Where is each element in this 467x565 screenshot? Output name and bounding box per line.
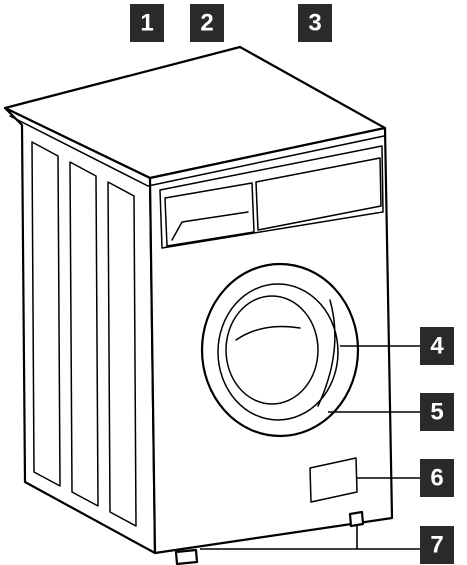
callout-4: 4 [420, 327, 454, 365]
side-rib-3 [107, 181, 137, 527]
callout-6: 6 [420, 459, 454, 497]
leader-lines [200, 345, 420, 550]
control-panel-strip [159, 145, 384, 249]
callout-1: 1 [130, 4, 164, 42]
detergent-drawer-handle [171, 211, 249, 241]
door-glass-highlight [235, 325, 301, 341]
callout-label-3: 3 [308, 10, 321, 37]
door-glass [225, 295, 319, 405]
detergent-drawer [164, 182, 255, 247]
callout-box-4 [420, 327, 454, 365]
machine-side-panel [3, 106, 157, 555]
callout-box-1 [130, 4, 164, 42]
callout-box-6 [420, 459, 454, 497]
door-outer-ring [200, 262, 360, 438]
door-inner-ring [217, 283, 339, 421]
callout-2: 2 [190, 4, 224, 42]
callout-label-7: 7 [430, 532, 443, 559]
callout-box-7 [420, 526, 454, 564]
callout-box-2 [190, 4, 224, 42]
rear-foot [348, 510, 365, 528]
top-edge-bevel [9, 115, 385, 187]
callout-7: 7 [420, 526, 454, 564]
side-rib-2 [69, 161, 99, 507]
callouts: 1 2 3 4 5 6 7 [130, 4, 454, 564]
callout-label-1: 1 [140, 10, 153, 37]
callout-3: 3 [298, 4, 332, 42]
service-flap [309, 457, 358, 503]
callout-label-2: 2 [200, 10, 213, 37]
callout-box-5 [420, 393, 454, 431]
front-foot [174, 548, 199, 565]
control-panel [255, 157, 382, 231]
door-hinge-line [317, 299, 336, 407]
callout-5: 5 [420, 393, 454, 431]
side-rib-1 [31, 141, 61, 487]
callout-box-3 [298, 4, 332, 42]
callout-label-4: 4 [430, 333, 444, 360]
washing-machine [3, 45, 394, 565]
callout-label-5: 5 [430, 399, 443, 426]
callout-label-6: 6 [430, 465, 443, 492]
